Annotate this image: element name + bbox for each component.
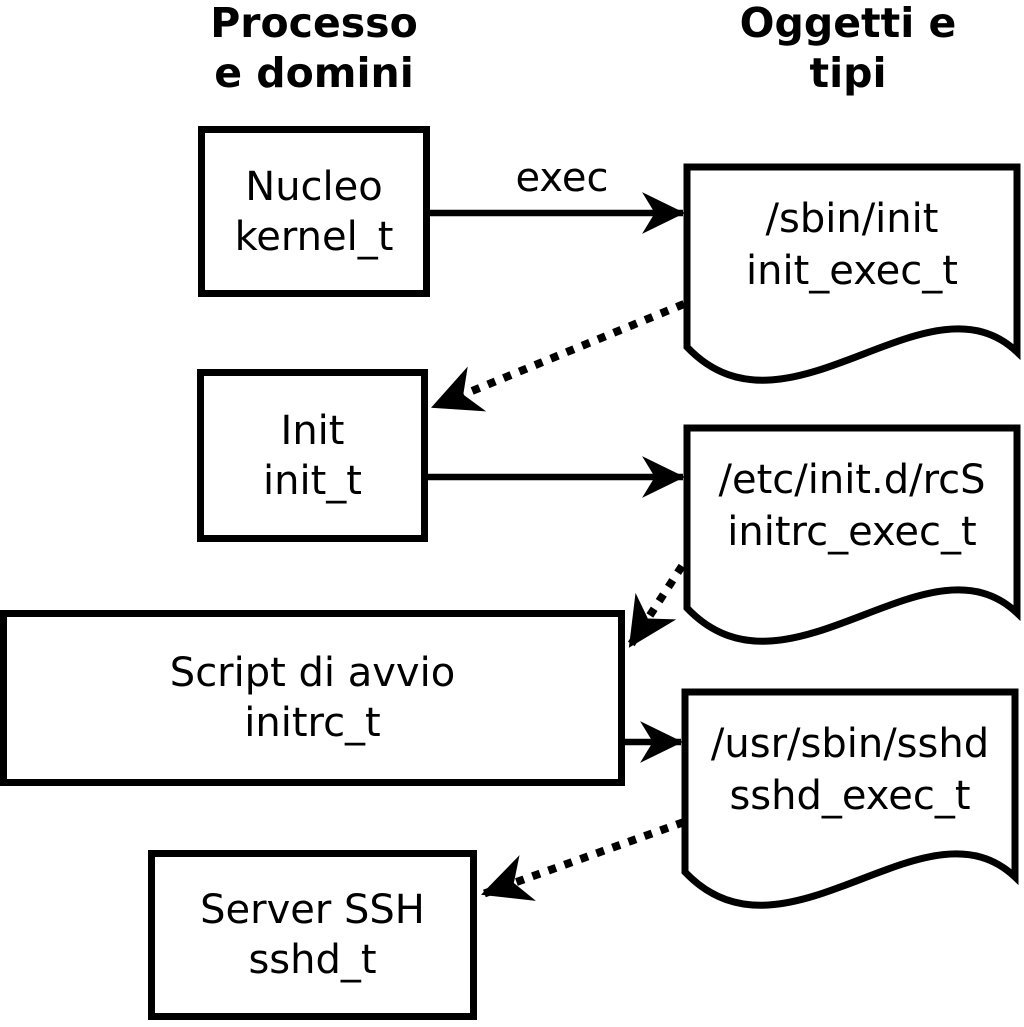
column-header-objects-types: Oggetti e tipi bbox=[688, 0, 1008, 98]
header-line: tipi bbox=[809, 49, 887, 97]
object-path: /usr/sbin/sshd bbox=[710, 721, 990, 767]
process-domain-type: initrc_t bbox=[244, 700, 381, 746]
header-line: Processo bbox=[210, 0, 418, 47]
object-node-sshd-exec: /usr/sbin/sshd sshd_exec_t bbox=[685, 718, 1015, 822]
object-node-initrc-exec: /etc/init.d/rcS initrc_exec_t bbox=[687, 454, 1017, 558]
process-name: Script di avvio bbox=[169, 650, 456, 696]
object-node-init-exec: /sbin/init init_exec_t bbox=[687, 193, 1017, 297]
process-name: Init bbox=[280, 407, 345, 454]
object-path: /sbin/init bbox=[765, 196, 939, 242]
process-node-init: Init init_t bbox=[197, 369, 428, 542]
object-type: sshd_exec_t bbox=[729, 773, 971, 819]
column-header-processes-domains: Processo e domini bbox=[154, 0, 474, 98]
dashed-arrow-sshd-exec-to-sshd bbox=[481, 818, 686, 901]
process-domain-type: init_t bbox=[263, 457, 362, 504]
dashed-arrow-initrc-exec-to-initrc bbox=[626, 563, 686, 649]
dashed-arrow-init-exec-to-init bbox=[431, 300, 686, 412]
header-line: Oggetti e bbox=[739, 0, 957, 47]
header-line: e domini bbox=[214, 49, 414, 97]
object-path: /etc/init.d/rcS bbox=[718, 457, 986, 503]
process-domain-type: sshd_t bbox=[248, 937, 377, 983]
process-name: Nucleo bbox=[245, 163, 383, 210]
process-node-sshd: Server SSH sshd_t bbox=[148, 850, 477, 1020]
exec-edge-label: exec bbox=[515, 155, 609, 201]
process-domain-type: kernel_t bbox=[234, 213, 394, 260]
process-node-kernel: Nucleo kernel_t bbox=[198, 126, 430, 297]
process-name: Server SSH bbox=[200, 887, 425, 933]
process-node-initrc: Script di avvio initrc_t bbox=[0, 610, 625, 786]
object-type: init_exec_t bbox=[746, 248, 958, 294]
object-type: initrc_exec_t bbox=[727, 509, 977, 555]
